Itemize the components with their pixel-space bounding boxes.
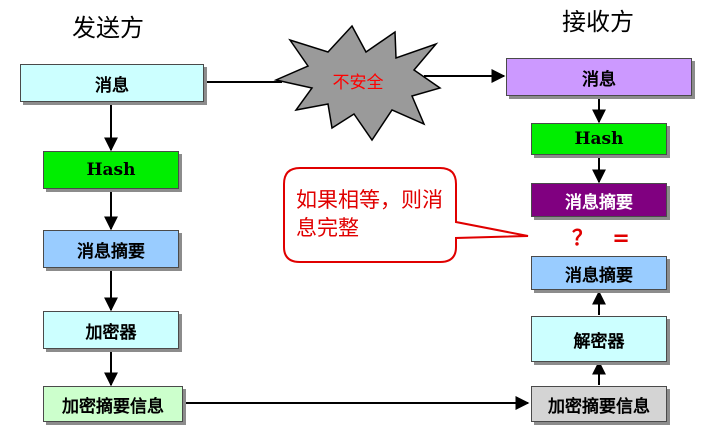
receiver-decrypted-digest-label: 消息摘要 xyxy=(565,265,633,286)
receiver-hash-label: Hash xyxy=(574,129,624,149)
receiver-decryptor-label: 解密器 xyxy=(573,331,625,352)
sender-encryptor-label: 加密器 xyxy=(85,322,137,343)
sender-digest-label: 消息摘要 xyxy=(77,241,145,262)
receiver-encrypted-digest-label: 加密摘要信息 xyxy=(548,396,650,417)
insecure-channel-burst xyxy=(273,24,442,142)
receiver-hash-box: Hash xyxy=(531,123,667,155)
sender-hash-box: Hash xyxy=(43,151,179,189)
receiver-decrypted-digest-box: 消息摘要 xyxy=(531,256,667,290)
receiver-encrypted-digest-box: 加密摘要信息 xyxy=(531,386,667,422)
sender-encryptor-box: 加密器 xyxy=(43,311,179,349)
callout-text: 如果相等，则消息完整 xyxy=(296,188,443,240)
receiver-decryptor-box: 解密器 xyxy=(531,316,667,362)
sender-message-label: 消息 xyxy=(95,75,129,96)
sender-encrypted-digest-box: 加密摘要信息 xyxy=(43,386,183,422)
sender-title: 发送方 xyxy=(72,14,144,42)
receiver-digest-label: 消息摘要 xyxy=(565,192,633,213)
sender-hash-label: Hash xyxy=(86,160,136,180)
receiver-title: 接收方 xyxy=(562,8,634,36)
receiver-message-box: 消息 xyxy=(506,58,692,96)
callout-bubble xyxy=(283,167,529,263)
receiver-message-label: 消息 xyxy=(582,69,616,90)
sender-message-box: 消息 xyxy=(20,64,204,102)
sender-encrypted-digest-label: 加密摘要信息 xyxy=(62,396,164,417)
receiver-digest-box: 消息摘要 xyxy=(531,183,667,217)
compare-mark: ？ = xyxy=(572,226,636,250)
sender-digest-box: 消息摘要 xyxy=(43,230,179,268)
insecure-channel-label: 不安全 xyxy=(332,73,384,93)
